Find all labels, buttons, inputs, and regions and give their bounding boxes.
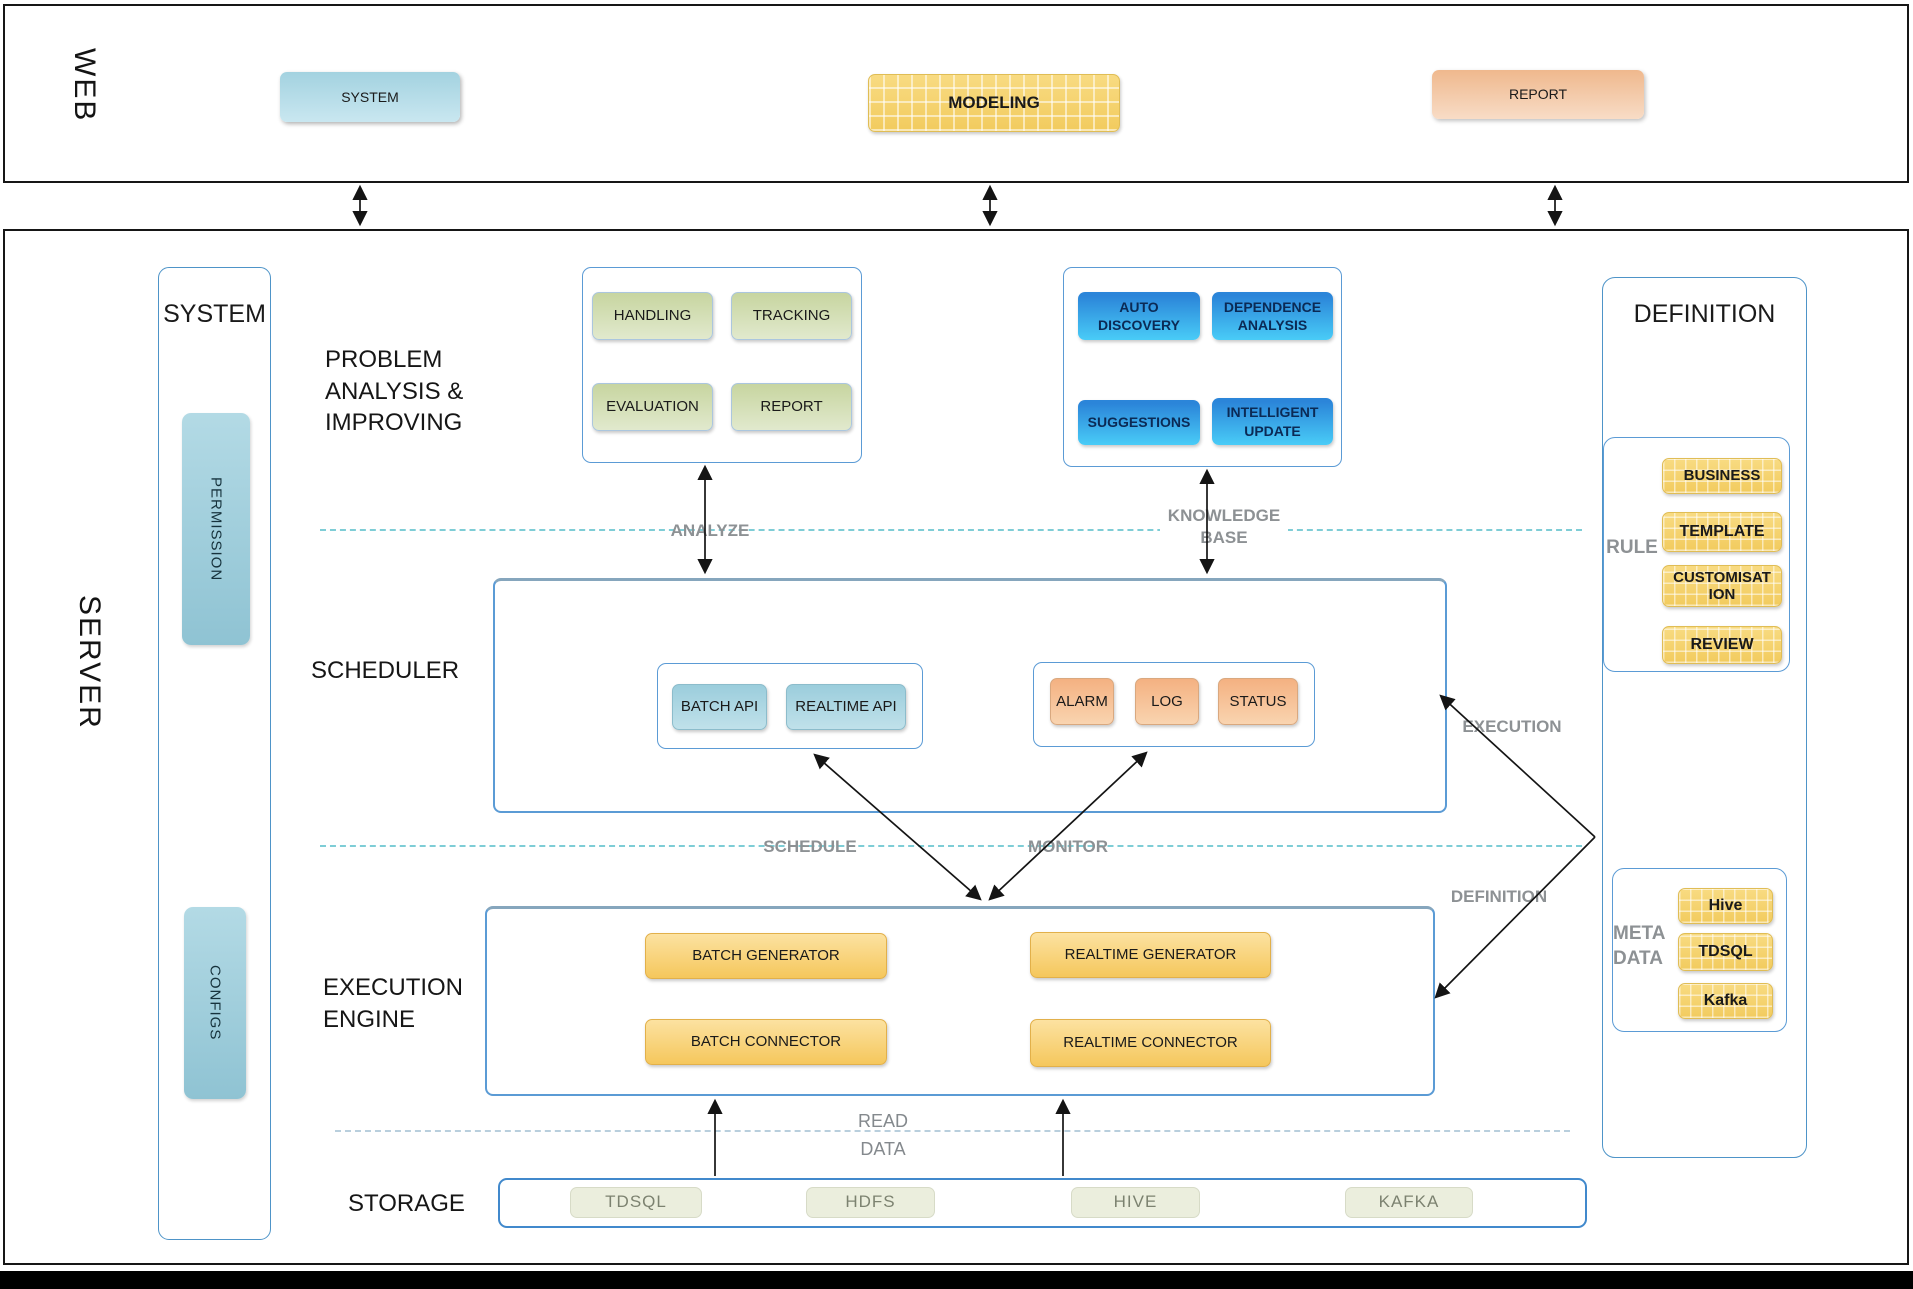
permission-label: PERMISSION [207,476,225,582]
rule-label: RULE [1606,537,1658,558]
read-data-label: READ DATA [857,1111,908,1159]
storage-title: STORAGE [348,1190,465,1217]
dashed-divider-schedule [320,845,1582,847]
web-system-button: SYSTEM [280,72,460,122]
server-band-label: SERVER [73,595,106,730]
meta-hive-box: Hive [1678,888,1773,924]
web-band: WEB SYSTEM MODELING REPORT [3,4,1909,183]
problem-analysis-title: PROBLEM ANALYSIS & IMPROVING [325,346,464,437]
web-modeling-button: MODELING [868,74,1120,132]
batch-api-box: BATCH API [672,684,767,730]
permission-box: PERMISSION [182,413,250,645]
storage-kafka-box: KAFKA [1345,1187,1473,1218]
meta-data-label: META DATA [1613,923,1666,969]
execution-engine-title: EXECUTION ENGINE [323,974,464,1033]
suggestions-box: SUGGESTIONS [1078,400,1200,445]
web-report-button: REPORT [1432,70,1644,119]
configs-label: CONFIGS [206,965,224,1041]
monitor-label: MONITOR [1028,837,1108,856]
configs-box: CONFIGS [184,907,246,1099]
dependence-analysis-box: DEPENDENCE ANALYSIS [1212,292,1333,340]
dashed-divider-analyze [320,529,1582,531]
evaluation-box: EVALUATION [592,383,713,431]
rule-business-box: BUSINESS [1662,458,1782,494]
storage-hive-box: HIVE [1071,1187,1200,1218]
bottom-border-bar [0,1271,1913,1289]
handling-box: HANDLING [592,292,713,340]
realtime-generator-box: REALTIME GENERATOR [1030,932,1271,978]
knowledge-base-label: KNOWLEDGE BASE [1160,505,1288,550]
status-box: STATUS [1218,678,1298,725]
meta-tdsql-box: TDSQL [1678,933,1773,971]
scheduler-title: SCHEDULER [311,657,460,684]
definition-label: DEFINITION [1450,887,1548,906]
definition-panel-title: DEFINITION [1633,300,1776,328]
schedule-label: SCHEDULE [763,837,857,856]
execution-label: EXECUTION [1462,717,1562,736]
analyze-label: ANALYZE [670,521,750,540]
system-panel-title: SYSTEM [163,300,266,328]
log-box: LOG [1135,678,1199,725]
storage-hdfs-box: HDFS [806,1187,935,1218]
rule-template-box: TEMPLATE [1662,512,1782,552]
dashed-divider-readdata [335,1130,1570,1132]
meta-kafka-box: Kafka [1678,983,1773,1019]
storage-tdsql-box: TDSQL [570,1187,702,1218]
report-box: REPORT [731,383,852,431]
rule-customisation-box: CUSTOMISATION [1662,565,1782,607]
web-band-label: WEB [68,48,101,123]
rule-review-box: REVIEW [1662,626,1782,664]
alarm-box: ALARM [1050,678,1114,725]
intelligent-update-box: INTELLIGENT UPDATE [1212,398,1333,445]
realtime-connector-box: REALTIME CONNECTOR [1030,1019,1271,1067]
batch-generator-box: BATCH GENERATOR [645,933,887,979]
auto-discovery-box: AUTO DISCOVERY [1078,292,1200,340]
realtime-api-box: REALTIME API [786,684,906,730]
tracking-box: TRACKING [731,292,852,340]
batch-connector-box: BATCH CONNECTOR [645,1019,887,1065]
execution-engine-panel [485,906,1435,1096]
